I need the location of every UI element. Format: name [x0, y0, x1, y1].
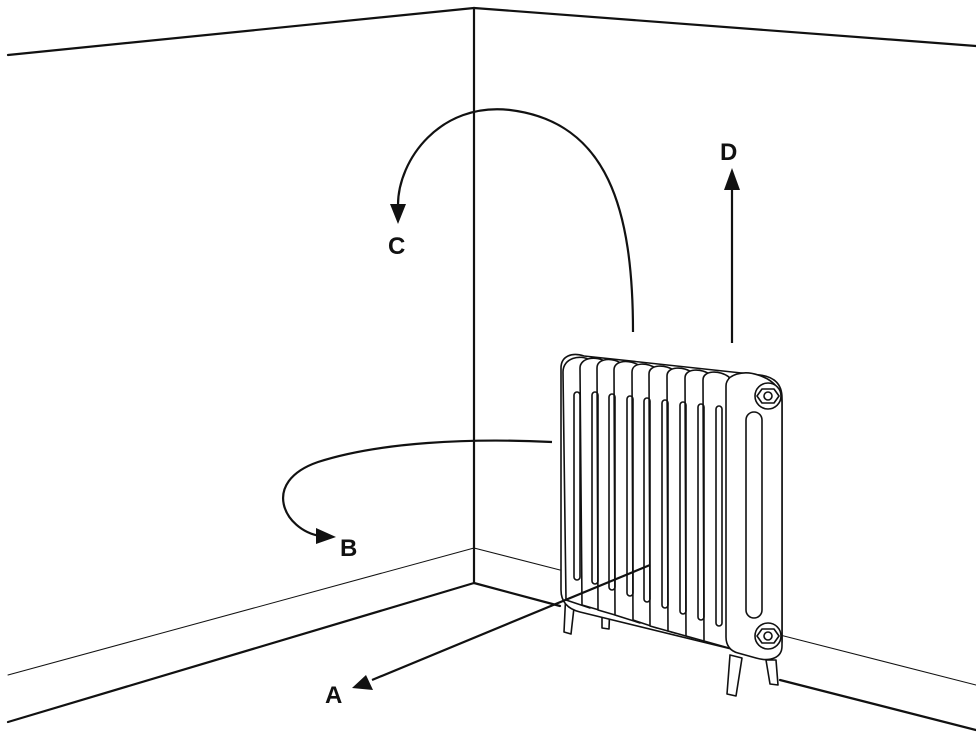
floor-line-left [6, 581, 476, 724]
arrow-c [390, 108, 635, 333]
radiator [560, 353, 783, 697]
skirting-line-left [7, 547, 475, 676]
radiator-end-column [725, 372, 783, 661]
arrow-a-shaft [371, 563, 651, 682]
arrow-a-head [352, 675, 373, 690]
arrow-b-head [316, 528, 336, 544]
arrow-b-curve [282, 439, 553, 538]
arrow-d-head [724, 168, 740, 190]
skirting-line-right [473, 547, 561, 571]
arrow-a [352, 563, 651, 690]
radiator-valve-top [754, 382, 782, 410]
arrow-c-curve [396, 108, 635, 333]
label-a: A [325, 682, 342, 709]
floor-line-far-right [778, 678, 976, 732]
arrow-b [282, 439, 553, 544]
radiator-columns [562, 356, 783, 661]
label-d: D [720, 139, 737, 166]
label-c: C [388, 233, 405, 260]
radiator-leg-front [726, 654, 743, 697]
floor-line-right [472, 581, 562, 608]
ceiling-line-left [6, 6, 476, 57]
arrow-d [724, 168, 740, 343]
radiator-valve-bottom [754, 622, 782, 650]
room-outline [6, 6, 976, 732]
arrow-c-head [390, 204, 406, 224]
radiator-leg-front-right [765, 659, 779, 686]
ceiling-line-right [472, 6, 976, 48]
skirting-line-far-right [779, 634, 976, 686]
label-b: B [340, 535, 357, 562]
